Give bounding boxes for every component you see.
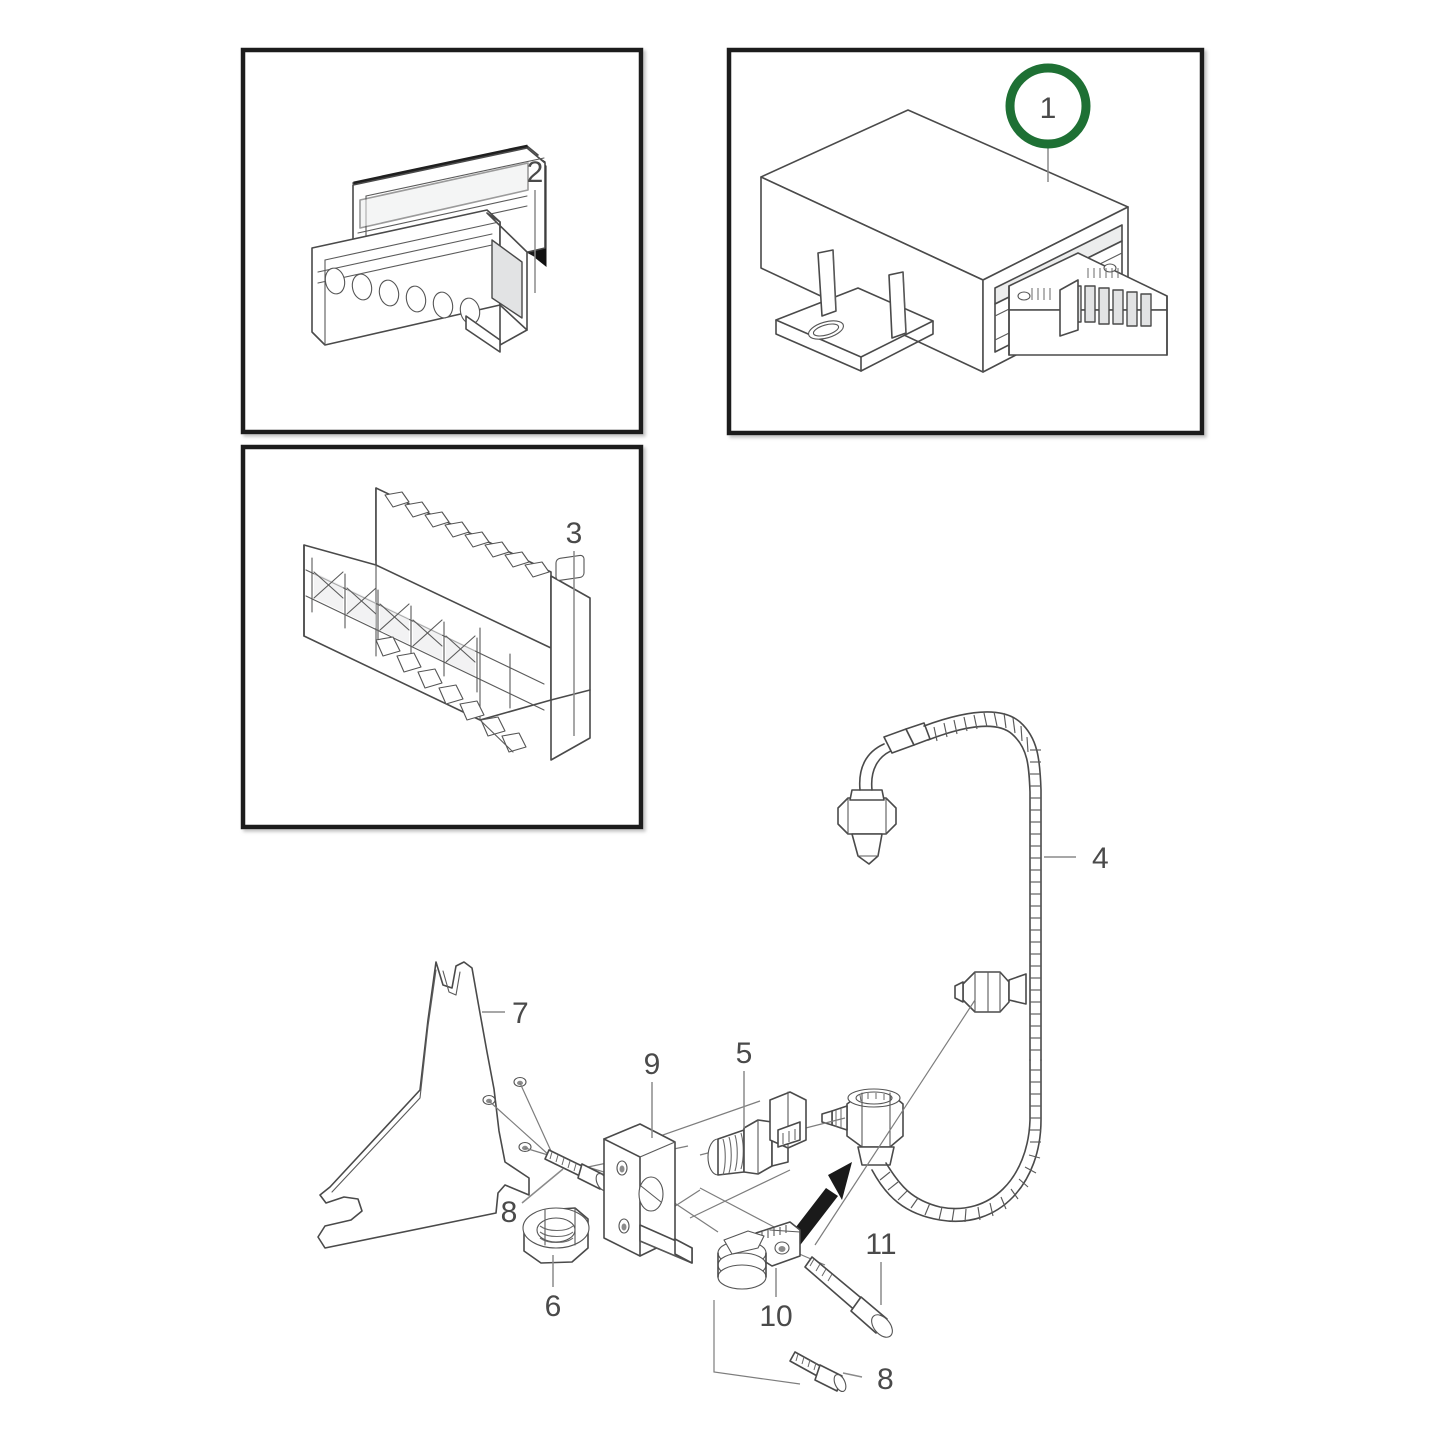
bolt: 11 [804, 1228, 897, 1338]
callout-4-label: 4 [1092, 842, 1109, 875]
callout-3-label: 3 [566, 517, 583, 550]
callout-8-lower-label: 8 [877, 1363, 894, 1396]
cable-lower-connector [821, 1088, 904, 1166]
control-unit-drawing [760, 109, 1168, 373]
pressure-sensor: 5 [707, 1037, 807, 1176]
panel-pin-connector: 3 [240, 444, 644, 830]
callout-1-highlight-circle [1005, 63, 1091, 149]
callout-5: 5 [736, 1037, 753, 1128]
callout-8-upper: 8 [501, 1168, 564, 1229]
sheath-ribs [933, 711, 1041, 1051]
callout-5-label: 5 [736, 1037, 753, 1070]
cable-upper-probe [837, 722, 931, 865]
callout-10: 10 [759, 1268, 793, 1333]
callout-8-lower-leader [842, 1372, 863, 1378]
callout-7-label: 7 [512, 997, 529, 1030]
panel-control-unit: 1 [726, 47, 1205, 436]
callout-8-upper-leader [521, 1168, 564, 1204]
pin-connector-drawing [303, 487, 591, 761]
hex-nut: 6 [522, 1207, 590, 1323]
callout-6-label: 6 [545, 1290, 562, 1323]
callout-8-upper-label: 8 [501, 1196, 518, 1229]
callout-1-label: 1 [1040, 92, 1057, 125]
cable-inline-connector [954, 971, 1027, 1013]
callout-2: 2 [527, 156, 544, 293]
callout-1: 1 [1005, 63, 1091, 182]
callout-4: 4 [1044, 842, 1109, 875]
callout-6: 6 [545, 1255, 562, 1323]
callout-9-label: 9 [644, 1048, 661, 1081]
sensor-cable-harness: 4 [821, 711, 1109, 1223]
angle-bracket: 9 [603, 1048, 693, 1264]
callout-11: 11 [865, 1228, 897, 1305]
screw-lower: 8 [789, 1351, 894, 1396]
panel-connector-housing: 2 [240, 47, 644, 435]
callout-9: 9 [644, 1048, 661, 1138]
cable-clamp: 10 [717, 1221, 801, 1333]
sheath-ribs-loop [879, 1069, 1041, 1223]
callout-2-label: 2 [527, 156, 544, 189]
callout-3: 3 [566, 517, 583, 736]
bracket-outline [317, 961, 530, 1249]
callout-11-label: 11 [865, 1228, 896, 1261]
connector-housing-drawing [311, 144, 547, 353]
callout-7: 7 [482, 997, 529, 1030]
callout-8-lower: 8 [842, 1363, 894, 1396]
callout-10-label: 10 [759, 1300, 792, 1333]
